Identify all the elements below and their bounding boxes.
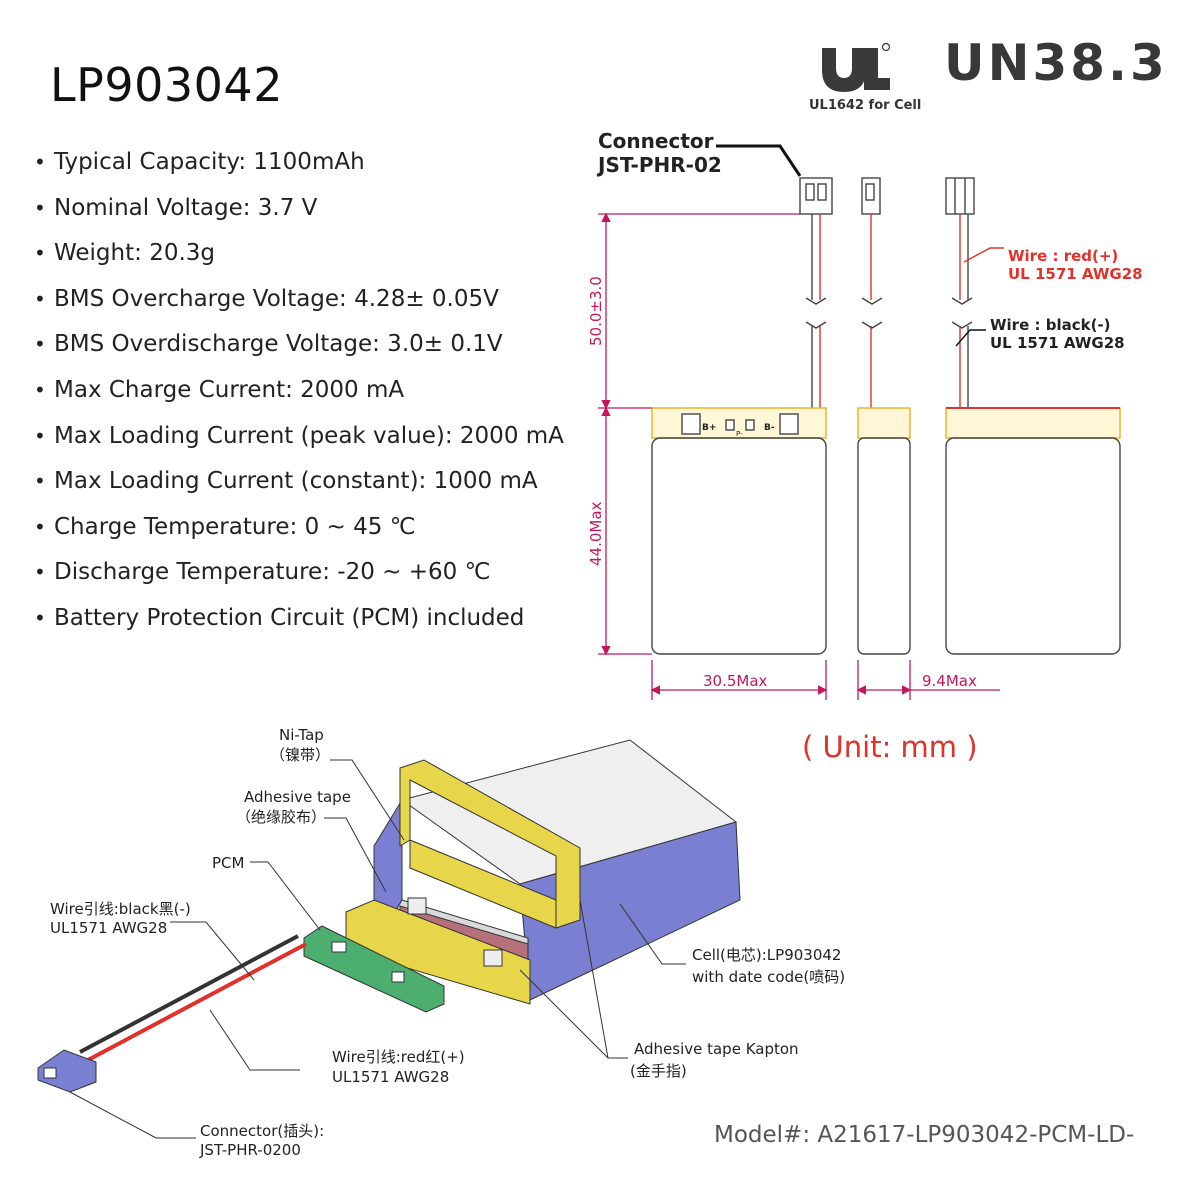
dim-width: 30.5Max: [703, 672, 768, 690]
dimension-lines: [598, 212, 1000, 700]
pcb-p-label: P-: [736, 430, 743, 438]
bullet-icon: •: [34, 560, 46, 585]
side-connector-icon: [861, 177, 881, 215]
spec-item: •Weight: 20.3g: [34, 231, 564, 277]
black-wire-label: Wire : black(-): [990, 316, 1111, 334]
bullet-icon: •: [34, 150, 46, 174]
black-wire-spec: UL 1571 AWG28: [990, 334, 1125, 352]
back-cell-body: [945, 437, 1121, 655]
connector-model: JST-PHR-02: [596, 153, 722, 177]
spec-item: •BMS Overcharge Voltage: 4.28± 0.05V: [34, 277, 564, 323]
bullet-icon: •: [34, 195, 46, 220]
black-wire-leader: [955, 329, 986, 347]
spec-item: •BMS Overdischarge Voltage: 3.0± 0.1V: [34, 322, 564, 368]
side-cell-body: [857, 437, 911, 655]
connector-title: Connector: [598, 129, 714, 153]
dimension-drawing: [651, 144, 1121, 655]
spec-item: •Charge Temperature: 0 ~ 45 ℃: [34, 505, 564, 551]
adhesive-tape-label: Adhesive tape: [244, 788, 351, 806]
pcm-label: PCM: [212, 854, 244, 872]
black-wire-callout: Wire引线:black黑(-): [50, 900, 191, 918]
exploded-connector-icon: [37, 1049, 97, 1093]
dim-lead-length: 50.0±3.0: [587, 276, 605, 346]
bullet-icon: •: [34, 332, 46, 357]
ul-recognized-icon: [822, 42, 891, 92]
spec-item: •Max Charge Current: 2000 mA: [34, 368, 564, 414]
kapton-label-cn: (金手指): [630, 1062, 687, 1080]
ul-caption: UL1642 for Cell: [809, 98, 922, 113]
kapton-label: Adhesive tape Kapton: [634, 1040, 799, 1058]
spec-item: •Battery Protection Circuit (PCM) includ…: [34, 596, 564, 642]
dim-thickness: 9.4Max: [922, 672, 977, 690]
bullet-icon: •: [34, 286, 46, 311]
callout-leaders: [69, 759, 686, 1139]
product-title: LP903042: [50, 58, 283, 112]
adhesive-tape-label-cn: （绝缘胶布）: [236, 808, 326, 826]
bullet-icon: •: [34, 605, 46, 630]
pcb-bminus-label: B-: [764, 423, 775, 433]
ni-tap-label: Ni-Tap: [279, 726, 324, 744]
dim-height: 44.0Max: [587, 501, 605, 566]
cell-date-note: with date code(喷码): [692, 968, 845, 986]
model-number: Model#: A21617-LP903042-PCM-LD-: [714, 1122, 1135, 1148]
unit-note: ( Unit: mm ): [802, 730, 978, 764]
spec-item: •Max Loading Current (constant): 1000 mA: [34, 459, 564, 505]
black-wire: [79, 934, 299, 1054]
red-wire-label: Wire : red(+): [1008, 247, 1118, 265]
spec-list: •Typical Capacity: 1100mAh •Nominal Volt…: [34, 140, 564, 642]
cell-label: Cell(电芯):LP903042: [692, 946, 841, 964]
bullet-icon: •: [34, 241, 46, 266]
black-wire-callout-spec: UL1571 AWG28: [50, 919, 167, 937]
red-wire-spec: UL 1571 AWG28: [1008, 265, 1143, 283]
red-wire-callout-spec: UL1571 AWG28: [332, 1068, 449, 1086]
connector-callout-model: JST-PHR-0200: [199, 1141, 301, 1159]
spec-item: •Max Loading Current (peak value): 2000 …: [34, 414, 564, 460]
bullet-icon: •: [34, 377, 46, 402]
exploded-view: [37, 739, 741, 1093]
front-connector-icon: [799, 177, 833, 215]
ni-tap: [399, 759, 581, 929]
pcb-bplus-label: B+: [702, 423, 716, 433]
spec-item: •Nominal Voltage: 3.7 V: [34, 186, 564, 232]
red-wire-leader: [963, 247, 1004, 263]
spec-item: •Typical Capacity: 1100mAh: [34, 140, 564, 186]
spec-item: •Discharge Temperature: -20 ~ +60 ℃: [34, 550, 564, 596]
bullet-icon: •: [34, 423, 46, 448]
front-cell-body: [651, 437, 827, 655]
bullet-icon: •: [34, 469, 46, 494]
connector-leader: [716, 144, 802, 177]
bullet-icon: •: [34, 514, 46, 539]
un38-3-certification: UN38.3: [944, 34, 1168, 92]
red-wire: [87, 942, 307, 1062]
ni-tap-label-cn: （镍带）: [270, 746, 330, 764]
connector-callout: Connector(插头):: [200, 1122, 324, 1140]
red-wire-callout: Wire引线:red红(+): [332, 1048, 465, 1066]
back-connector-icon: [945, 177, 975, 215]
